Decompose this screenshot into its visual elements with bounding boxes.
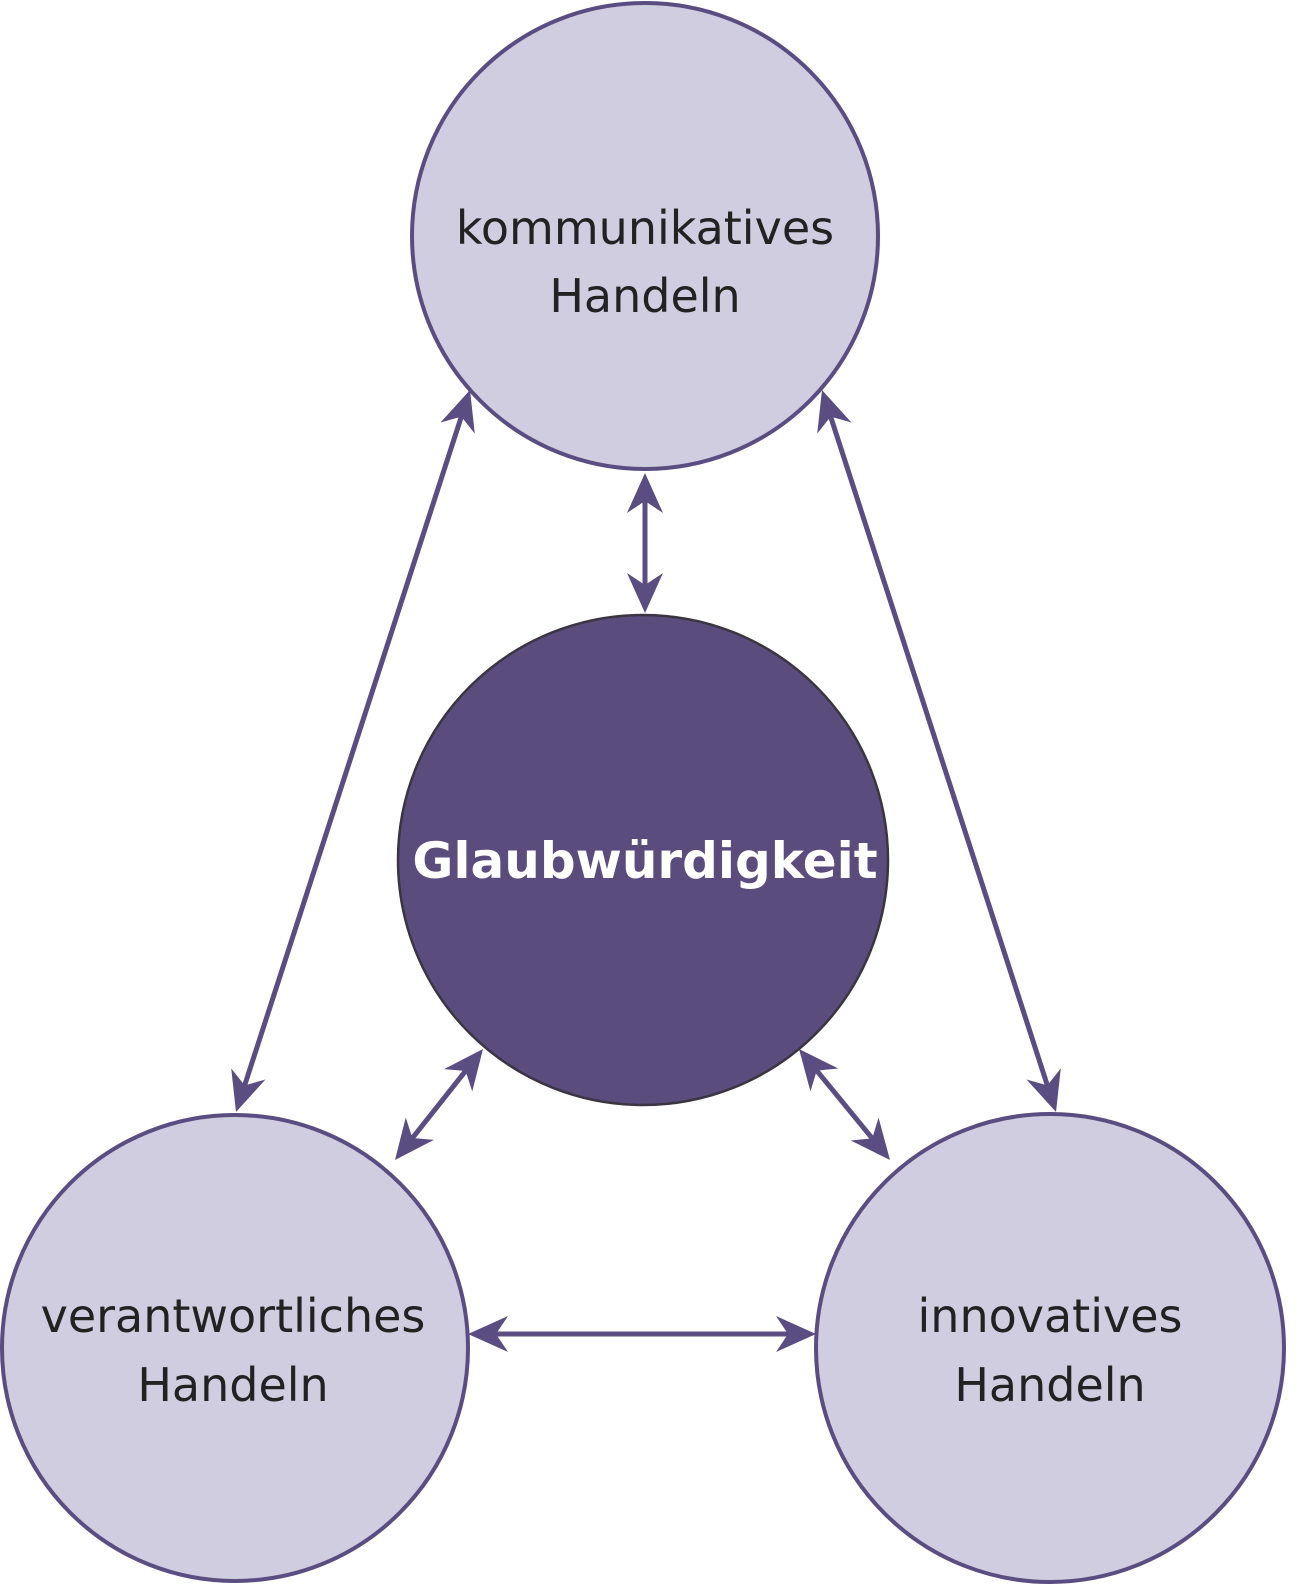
edge-verantwortlich-innovativ: [468, 1316, 816, 1352]
connector-line: [812, 1066, 877, 1143]
node-kommunikatives-handeln[interactable]: kommunikatives Handeln: [410, 1, 880, 471]
center-label: Glaubwürdigkeit: [412, 832, 877, 890]
arrowhead-icon: [799, 1049, 839, 1092]
node-circle: [0, 1113, 470, 1583]
arrowhead-icon: [231, 1068, 266, 1112]
node-glaubwuerdigkeit[interactable]: Glaubwürdigkeit: [396, 613, 890, 1107]
edge-kommunikativ-center: [627, 473, 663, 613]
arrowhead-icon: [395, 1117, 434, 1160]
node-label-line2: Handeln: [549, 269, 740, 323]
edges-layer: [231, 390, 1061, 1352]
arrowhead-icon: [627, 573, 663, 613]
connector-line: [827, 413, 1051, 1089]
node-label-line1: verantwortliches: [41, 1289, 426, 1343]
node-label-line2: Handeln: [954, 1358, 1145, 1412]
arrowhead-icon: [468, 1316, 508, 1352]
edge-kommunikativ-verantwortlich: [231, 390, 475, 1112]
node-circle: [410, 1, 880, 471]
center-circle: [396, 613, 890, 1107]
connector-line: [408, 1067, 470, 1142]
arrowhead-icon: [444, 1049, 483, 1092]
arrowhead-icon: [850, 1117, 890, 1160]
node-label-line1: kommunikatives: [456, 201, 834, 255]
arrowhead-icon: [776, 1316, 816, 1352]
arrowhead-icon: [627, 473, 663, 513]
node-label-line2: Handeln: [137, 1358, 328, 1412]
edge-kommunikativ-innovativ: [817, 390, 1061, 1112]
arrowhead-icon: [817, 390, 852, 434]
node-label-line1: innovatives: [918, 1289, 1183, 1343]
node-circle: [814, 1112, 1286, 1584]
node-verantwortliches-handeln[interactable]: verantwortliches Handeln: [0, 1113, 470, 1583]
connector-line: [241, 413, 465, 1089]
arrowhead-icon: [1026, 1068, 1061, 1112]
node-innovatives-handeln[interactable]: innovatives Handeln: [814, 1112, 1286, 1584]
edge-innovativ-center: [799, 1049, 890, 1160]
edge-verantwortlich-center: [395, 1049, 483, 1160]
arrowhead-icon: [440, 390, 475, 434]
